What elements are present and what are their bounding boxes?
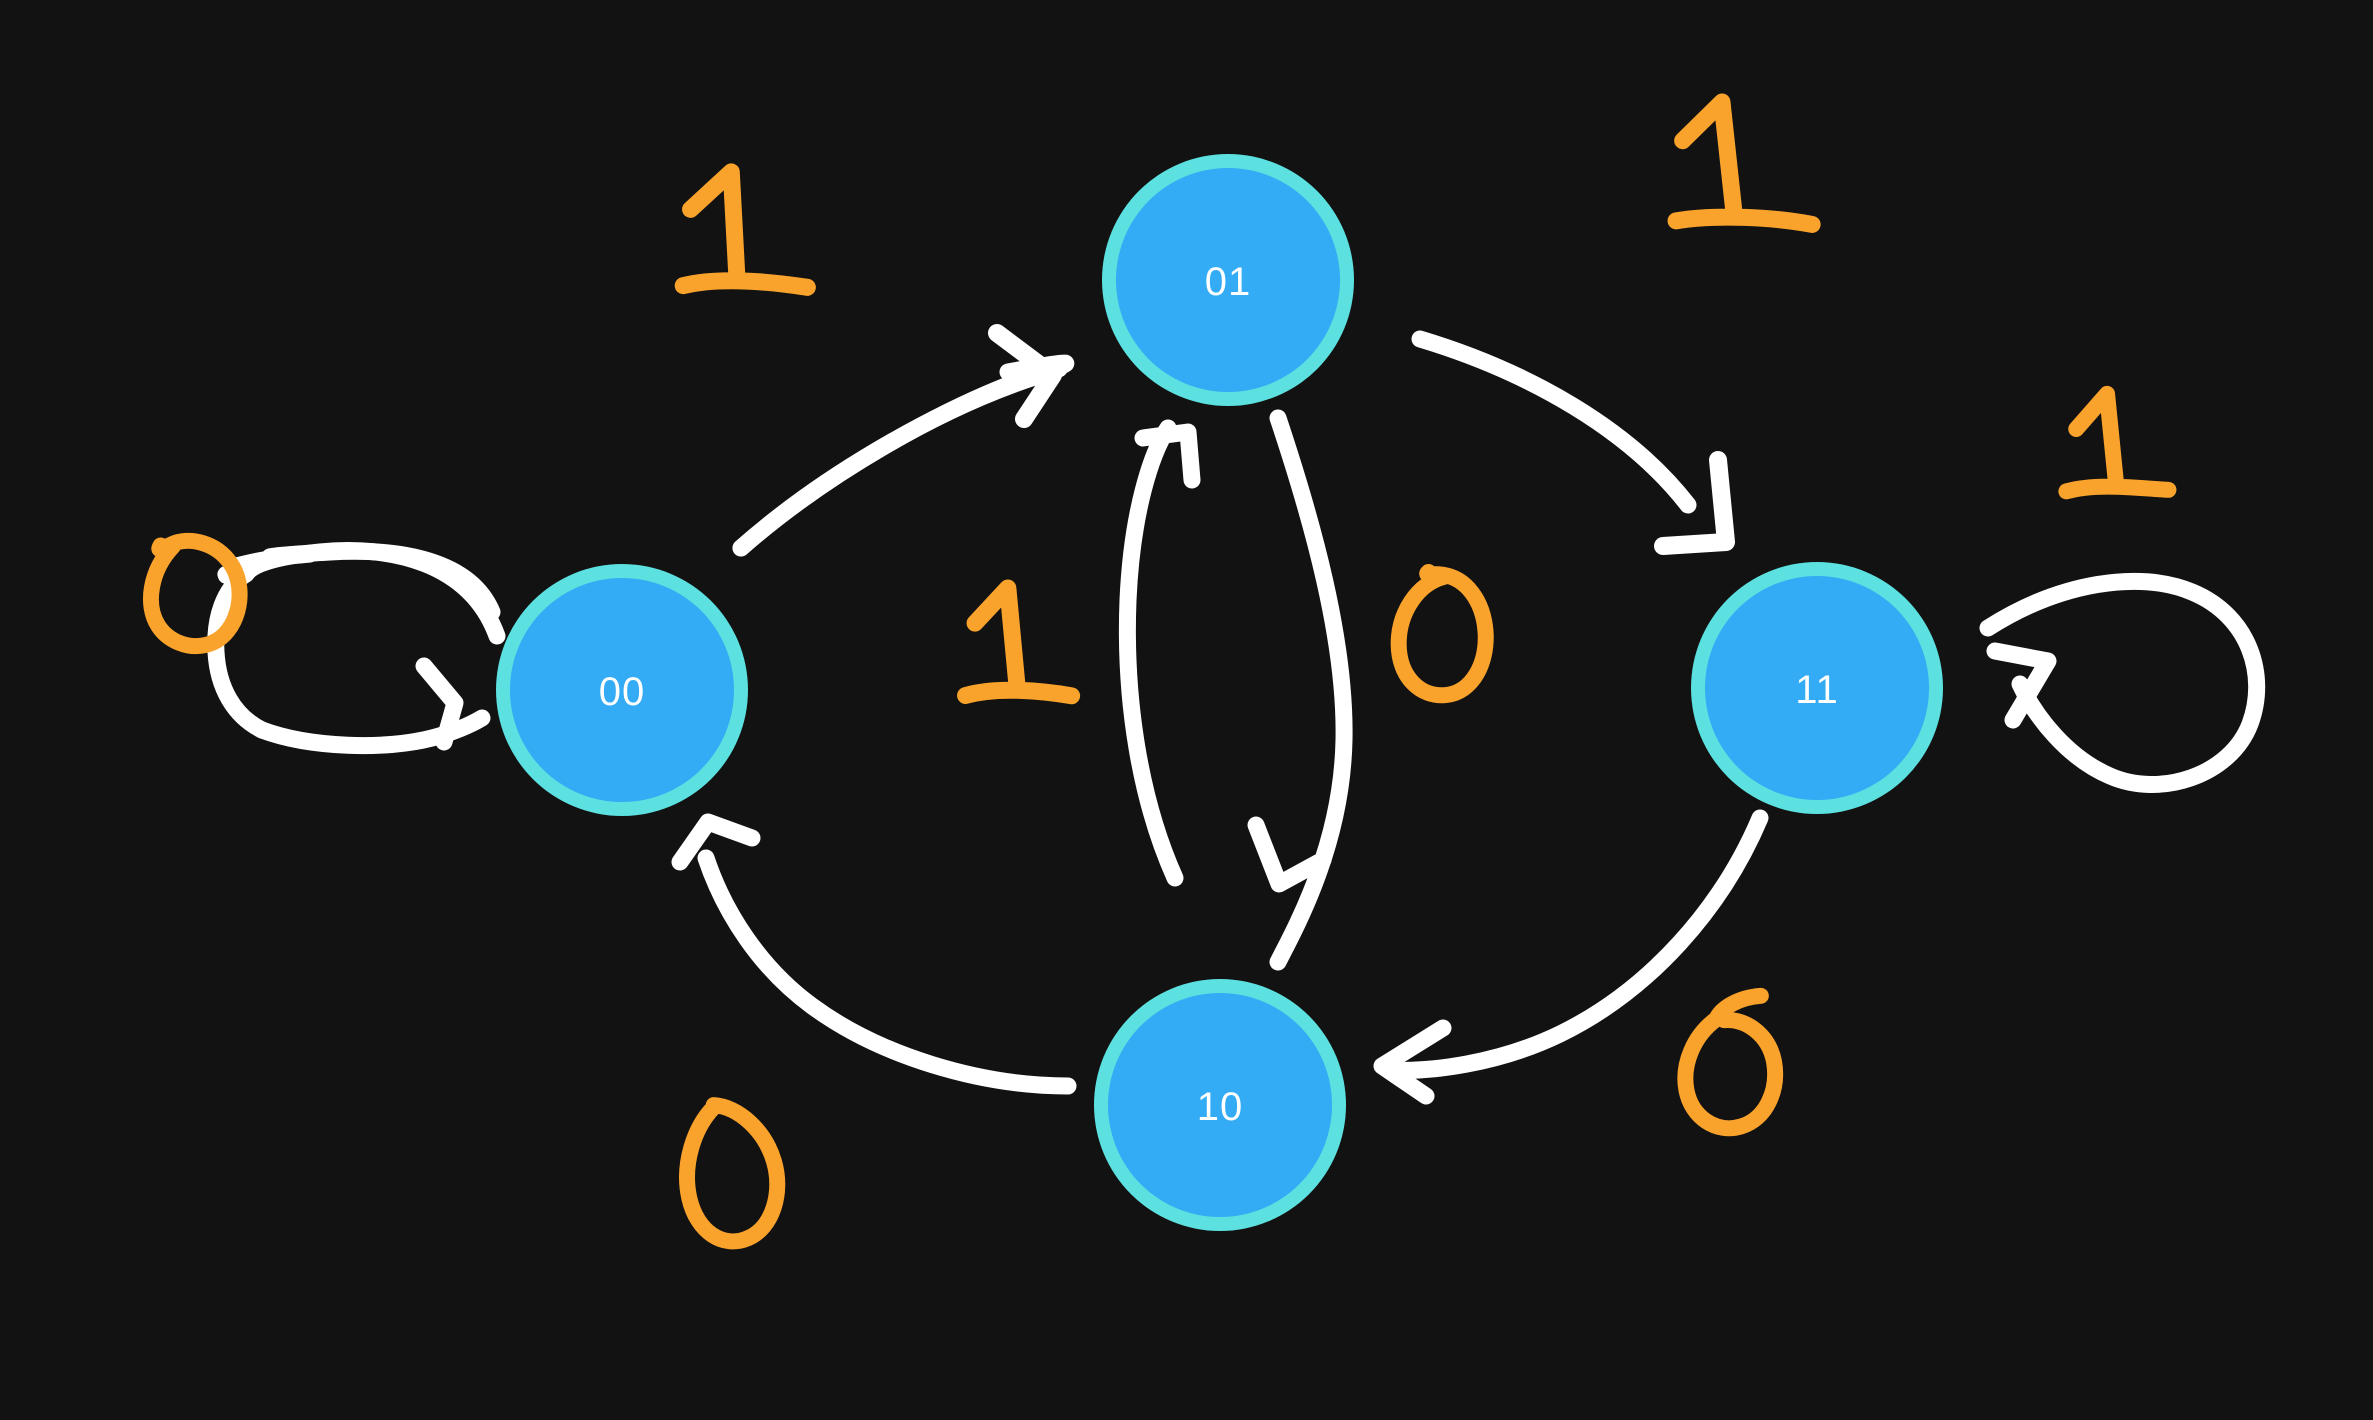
edge-00-self-loop-arc-bottom <box>253 709 491 755</box>
label-10-to-01-text: 1 <box>1012 759 1013 761</box>
edge-01-to-10[interactable] <box>1247 409 1353 971</box>
node-00[interactable]: 00 <box>496 564 748 816</box>
edge-00-self-loop[interactable] <box>207 542 506 755</box>
label-11-to-10: 0 <box>1677 987 1784 1160</box>
node-11-fill <box>1705 576 1929 800</box>
node-10[interactable]: 10 <box>1094 979 1346 1231</box>
label-00-to-01-text: 1 <box>734 359 735 361</box>
label-11-to-10-glyph <box>1677 987 1784 1137</box>
node-01-label: 01 <box>1205 260 1252 304</box>
label-11-to-10-text: 0 <box>1709 1158 1710 1160</box>
edge-10-to-00-arrowhead <box>671 813 761 871</box>
node-00-fill <box>510 578 734 802</box>
edge-01-to-11[interactable] <box>1411 330 1735 555</box>
label-00-self-glyph <box>143 532 248 654</box>
label-01-to-11-text: 1 <box>1725 279 1726 281</box>
node-00-label: 00 <box>599 670 646 714</box>
edge-00-self-loop-arc <box>237 542 506 645</box>
edge-00-to-01-curve <box>732 360 1068 557</box>
edge-01-to-10-arrowhead <box>1247 816 1332 893</box>
edge-11-to-10-path <box>1383 809 1769 1079</box>
label-11-self-text: 1 <box>2108 549 2109 551</box>
label-00-to-01: 1 <box>674 163 816 361</box>
edge-00-self-loop-arrowhead <box>415 657 464 751</box>
label-01-to-11: 1 <box>1667 93 1821 281</box>
edge-10-to-01-path <box>1118 419 1184 887</box>
edge-10-to-01-arrowhead <box>1134 423 1201 489</box>
label-00-to-01-glyph <box>674 163 816 296</box>
label-01-to-11-glyph <box>1667 93 1821 233</box>
edge-01-to-11-arrowhead <box>1654 451 1735 555</box>
edge-00-self-loop-arc-left <box>207 565 271 739</box>
edge-11-self-loop-path <box>1979 572 2266 793</box>
edge-00-to-01-arrowhead <box>988 324 1062 428</box>
label-10-to-00-glyph <box>679 1097 786 1250</box>
edge-10-to-01[interactable] <box>1118 419 1201 887</box>
edge-11-to-10-arrowhead <box>1373 1019 1452 1105</box>
edge-01-to-11-path <box>1411 330 1697 514</box>
label-01-to-10: 0 <box>1390 563 1494 741</box>
edge-10-to-00-path <box>697 849 1077 1095</box>
label-01-to-10-glyph <box>1390 563 1494 704</box>
node-10-fill <box>1108 993 1332 1217</box>
label-01-to-10-text: 0 <box>1422 739 1423 741</box>
node-01[interactable]: 01 <box>1102 154 1354 406</box>
edge-11-self-loop-arrowhead <box>1986 642 2057 729</box>
node-11-label: 11 <box>1795 668 1839 712</box>
label-11-self: 1 <box>2058 385 2177 551</box>
edge-00-to-01[interactable] <box>732 324 1075 557</box>
node-01-fill <box>1116 168 1340 392</box>
label-10-to-00: 0 <box>679 1097 786 1295</box>
edge-11-self-loop[interactable] <box>1979 572 2266 793</box>
label-10-to-01-glyph <box>957 579 1081 705</box>
edge-10-to-00[interactable] <box>671 813 1077 1095</box>
node-11[interactable]: 11 <box>1691 562 1943 814</box>
label-11-self-glyph <box>2058 385 2177 500</box>
edge-11-to-10[interactable] <box>1373 809 1769 1105</box>
label-10-to-01: 1 <box>957 579 1081 761</box>
label-00-self: 0 <box>143 532 248 686</box>
label-10-to-00-text: 0 <box>731 1293 732 1295</box>
edge-01-to-10-path <box>1269 409 1353 971</box>
node-10-label: 10 <box>1197 1085 1244 1129</box>
label-00-self-text: 0 <box>176 684 177 686</box>
